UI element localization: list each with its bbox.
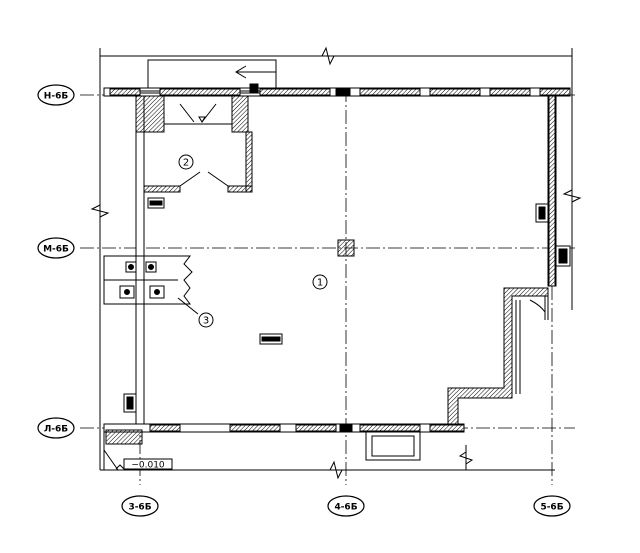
axis-bubble-row-h: Н-6Б	[37, 84, 75, 106]
svg-text:3-6Б: 3-6Б	[128, 503, 151, 513]
room-tag-2: 2	[178, 154, 194, 170]
svg-text:Н-6Б: Н-6Б	[44, 92, 69, 102]
svg-text:2: 2	[183, 158, 189, 169]
entrance-canopy	[147, 59, 277, 93]
exterior-walls	[103, 87, 571, 445]
axis-bubble-row-m: М-6Б	[37, 237, 75, 259]
svg-text:3: 3	[203, 316, 209, 327]
svg-text:Л-6Б: Л-6Б	[44, 425, 68, 435]
svg-text:1: 1	[317, 278, 323, 289]
equipment-markers	[123, 203, 571, 413]
axis-bubble-row-l: Л-6Б	[37, 417, 75, 439]
svg-text:М-6Б: М-6Б	[43, 245, 69, 255]
entrance-porch	[103, 431, 421, 471]
dimension-lines	[90, 46, 582, 480]
room-tag-1: 1	[312, 274, 328, 290]
svg-text:−0.010: −0.010	[131, 461, 165, 471]
svg-text:4-6Б: 4-6Б	[334, 503, 357, 513]
svg-text:5-6Б: 5-6Б	[540, 503, 563, 513]
stepped-wall	[447, 287, 549, 425]
structural-column	[337, 239, 355, 257]
room-tag-3: 3	[177, 297, 214, 328]
sanitary-block	[103, 255, 193, 305]
axis-bubble-col-5: 5-6Б	[533, 495, 571, 517]
vestibule	[143, 95, 253, 209]
level-mark: −0.010	[115, 458, 173, 471]
axis-bubble-col-3: 3-6Б	[121, 495, 159, 517]
axis-bubble-col-4: 4-6Б	[327, 495, 365, 517]
